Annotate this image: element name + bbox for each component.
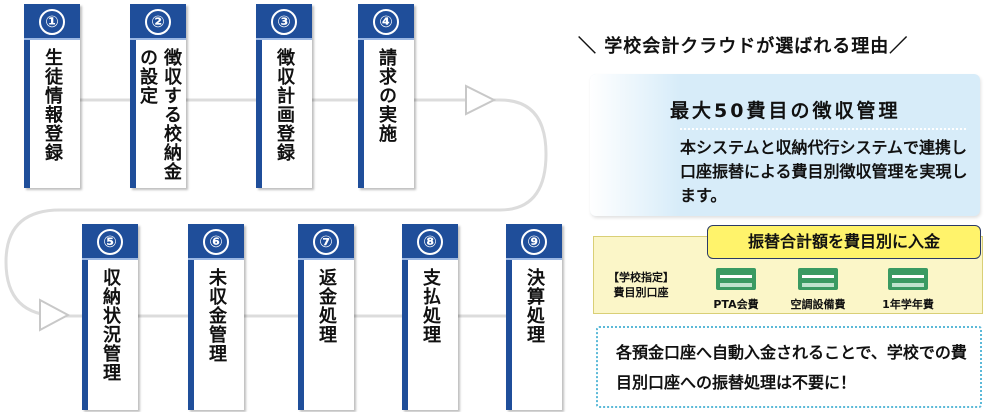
passbook-icon (798, 268, 838, 290)
process-step-4: ④ 請求の実施 (358, 4, 414, 188)
arrow-right-icon (39, 298, 71, 332)
step-label: 生徒情報登録 (42, 48, 63, 162)
school-account-line2: 費目別口座 (613, 286, 669, 299)
reason-title: 最大50費目の徴収管理 (670, 100, 901, 122)
process-step-9: ⑨ 決算処理 (506, 224, 562, 410)
arrow-right-icon (465, 84, 497, 116)
step-label: 徴収計画登録 (274, 48, 295, 162)
reason-body: 本システムと収納代行システムで連携し口座振替による費目別徴収管理を実現します。 (680, 138, 968, 205)
step-number: ② (145, 9, 171, 35)
process-step-7: ⑦ 返金処理 (298, 224, 354, 410)
process-step-3: ③ 徴収計画登録 (256, 4, 312, 188)
process-step-5: ⑤ 収納状況管理 (82, 224, 138, 410)
step-label: 未収金管理 (206, 268, 227, 363)
process-step-6: ⑥ 未収金管理 (188, 224, 244, 410)
step-number: ⑦ (313, 229, 339, 255)
passbook-icon (716, 268, 756, 290)
transfer-tag: 振替合計額を費目別に入金 (707, 225, 981, 259)
process-flow-connector (4, 84, 556, 332)
step-label: 決算処理 (524, 268, 545, 344)
account-label: PTA会費 (713, 298, 759, 311)
step-number: ⑨ (521, 229, 547, 255)
step-number: ① (39, 9, 65, 35)
step-label: 徴収する校納金の設定 (137, 48, 182, 181)
benefit-note-text: 各預金口座へ自動入金されることで、学校での費目別口座への振替処理は不要に！ (616, 343, 967, 392)
step-number: ③ (271, 9, 297, 35)
step-label: 支払処理 (420, 268, 441, 344)
benefit-note: 各預金口座へ自動入金されることで、学校での費目別口座への振替処理は不要に！ (596, 326, 982, 408)
process-step-1: ① 生徒情報登録 (24, 4, 80, 188)
step-number: ④ (373, 9, 399, 35)
step-label: 返金処理 (316, 268, 337, 344)
step-number: ⑤ (97, 229, 123, 255)
step-number: ⑧ (417, 229, 443, 255)
divider (680, 128, 966, 130)
step-label: 請求の実施 (376, 48, 397, 143)
passbook-icon (888, 268, 928, 290)
reason-callout: 最大50費目の徴収管理 本システムと収納代行システムで連携し口座振替による費目別… (590, 74, 980, 216)
account-label: 空調設備費 (790, 298, 846, 311)
school-account-label: 【学校指定】 費目別口座 (598, 270, 684, 300)
step-label: 収納状況管理 (100, 268, 121, 382)
school-account-line1: 【学校指定】 (608, 271, 674, 284)
process-step-2: ② 徴収する校納金の設定 (130, 4, 186, 188)
reason-heading: ＼ 学校会計クラウドが選ばれる理由／ (578, 36, 909, 57)
step-number: ⑥ (203, 229, 229, 255)
account-label: 1年学年費 (882, 298, 934, 311)
process-step-8: ⑧ 支払処理 (402, 224, 458, 410)
